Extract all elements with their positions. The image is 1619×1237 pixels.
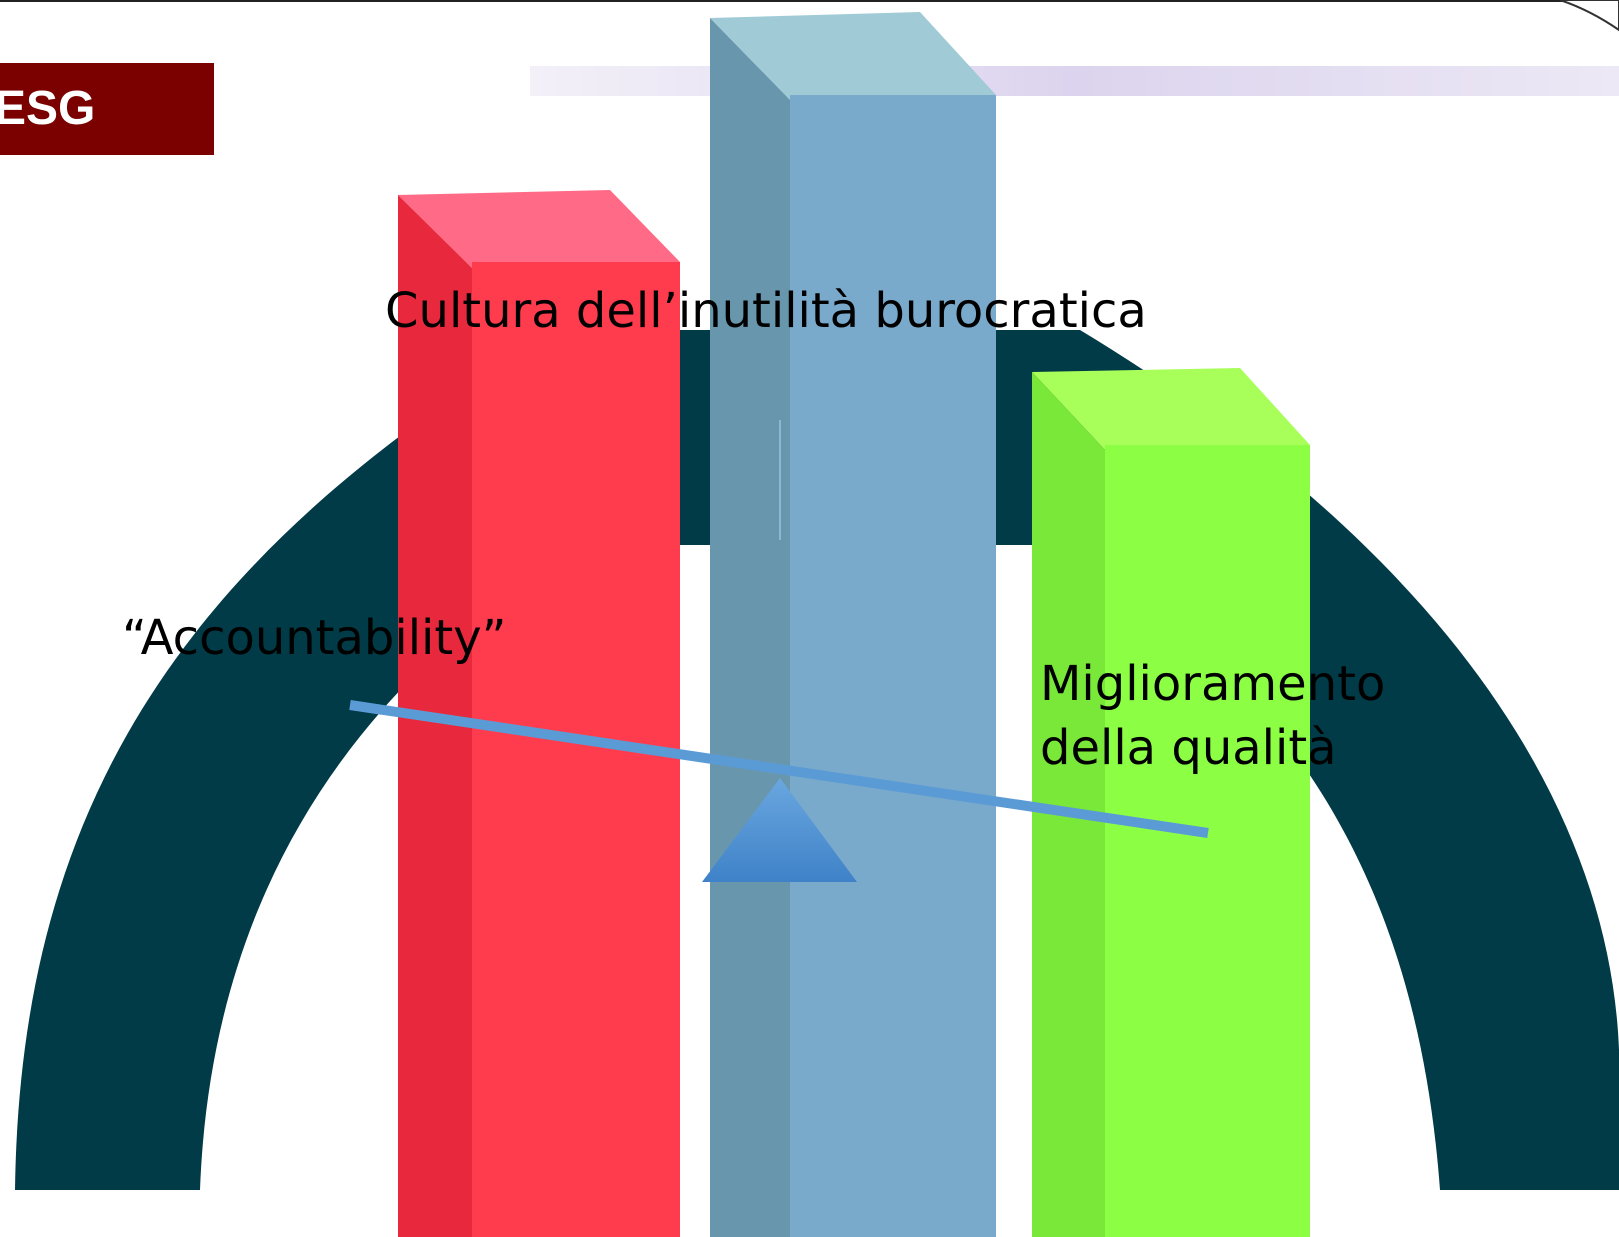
esg-badge: ESG	[0, 63, 214, 155]
balance-beam	[349, 700, 1209, 838]
header-band	[530, 66, 1619, 96]
corner-curl	[1559, 0, 1619, 32]
label-accountability: “Accountability”	[122, 610, 507, 666]
label-quality-line1: Miglioramento	[1040, 656, 1386, 712]
blue-pillar	[710, 12, 996, 1237]
label-quality-improvement: Miglioramento della qualità	[1040, 652, 1385, 780]
label-quality-line2: della qualità	[1040, 720, 1337, 776]
fulcrum-triangle	[702, 778, 857, 882]
green-pillar	[1032, 368, 1310, 1237]
label-culture: Cultura dell’inutilità burocratica	[385, 283, 1147, 339]
